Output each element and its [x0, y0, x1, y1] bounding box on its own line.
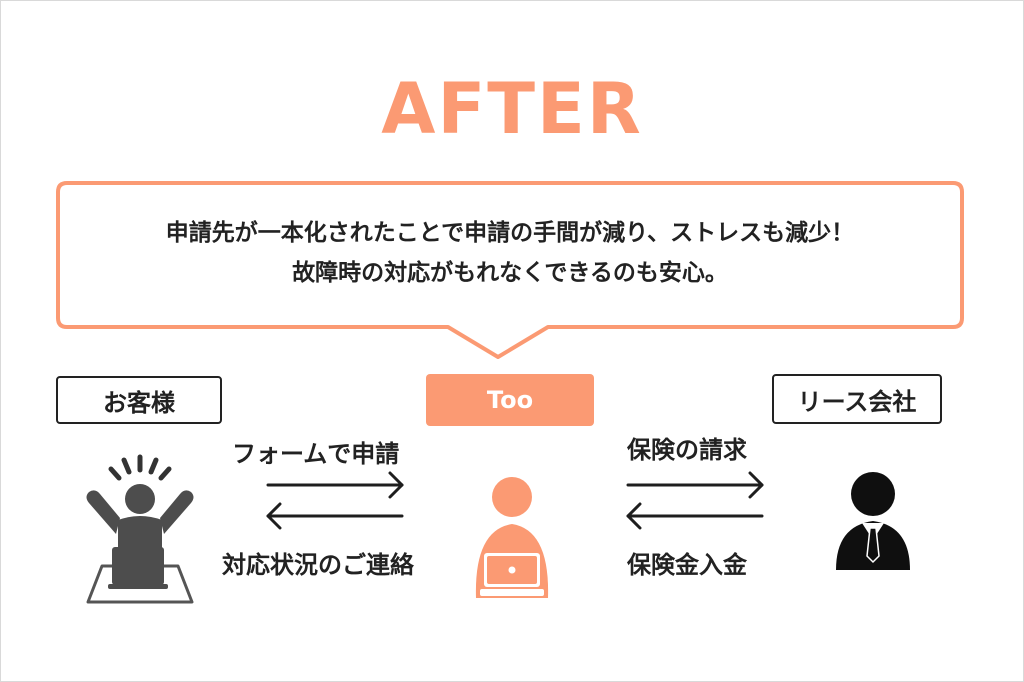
arrow-right-icon [266, 471, 404, 499]
message-line-2: 故障時の対応がもれなくできるのも安心。 [292, 260, 728, 286]
cheering-person-at-laptop-icon [86, 454, 194, 604]
customer-label: お客様 [56, 376, 222, 424]
leasing-company-label: リース会社 [772, 374, 942, 424]
person-with-laptop-icon [475, 477, 549, 598]
arrow-left-icon [626, 502, 764, 530]
flow-label-form-application: フォームで申請 [232, 440, 400, 468]
too-label: Too [426, 374, 594, 426]
arrow-right-icon [626, 471, 764, 499]
flow-label-status-contact: 対応状況のご連絡 [222, 551, 414, 579]
page-title: AFTER [381, 68, 643, 150]
message-line-1: 申請先が一本化されたことで申請の手間が減り、ストレスも減少！ [165, 220, 855, 246]
arrow-left-icon [266, 502, 404, 530]
businessman-icon [836, 472, 910, 570]
flow-label-insurance-claim: 保険の請求 [627, 436, 747, 464]
flow-label-insurance-payment: 保険金入金 [627, 551, 747, 579]
